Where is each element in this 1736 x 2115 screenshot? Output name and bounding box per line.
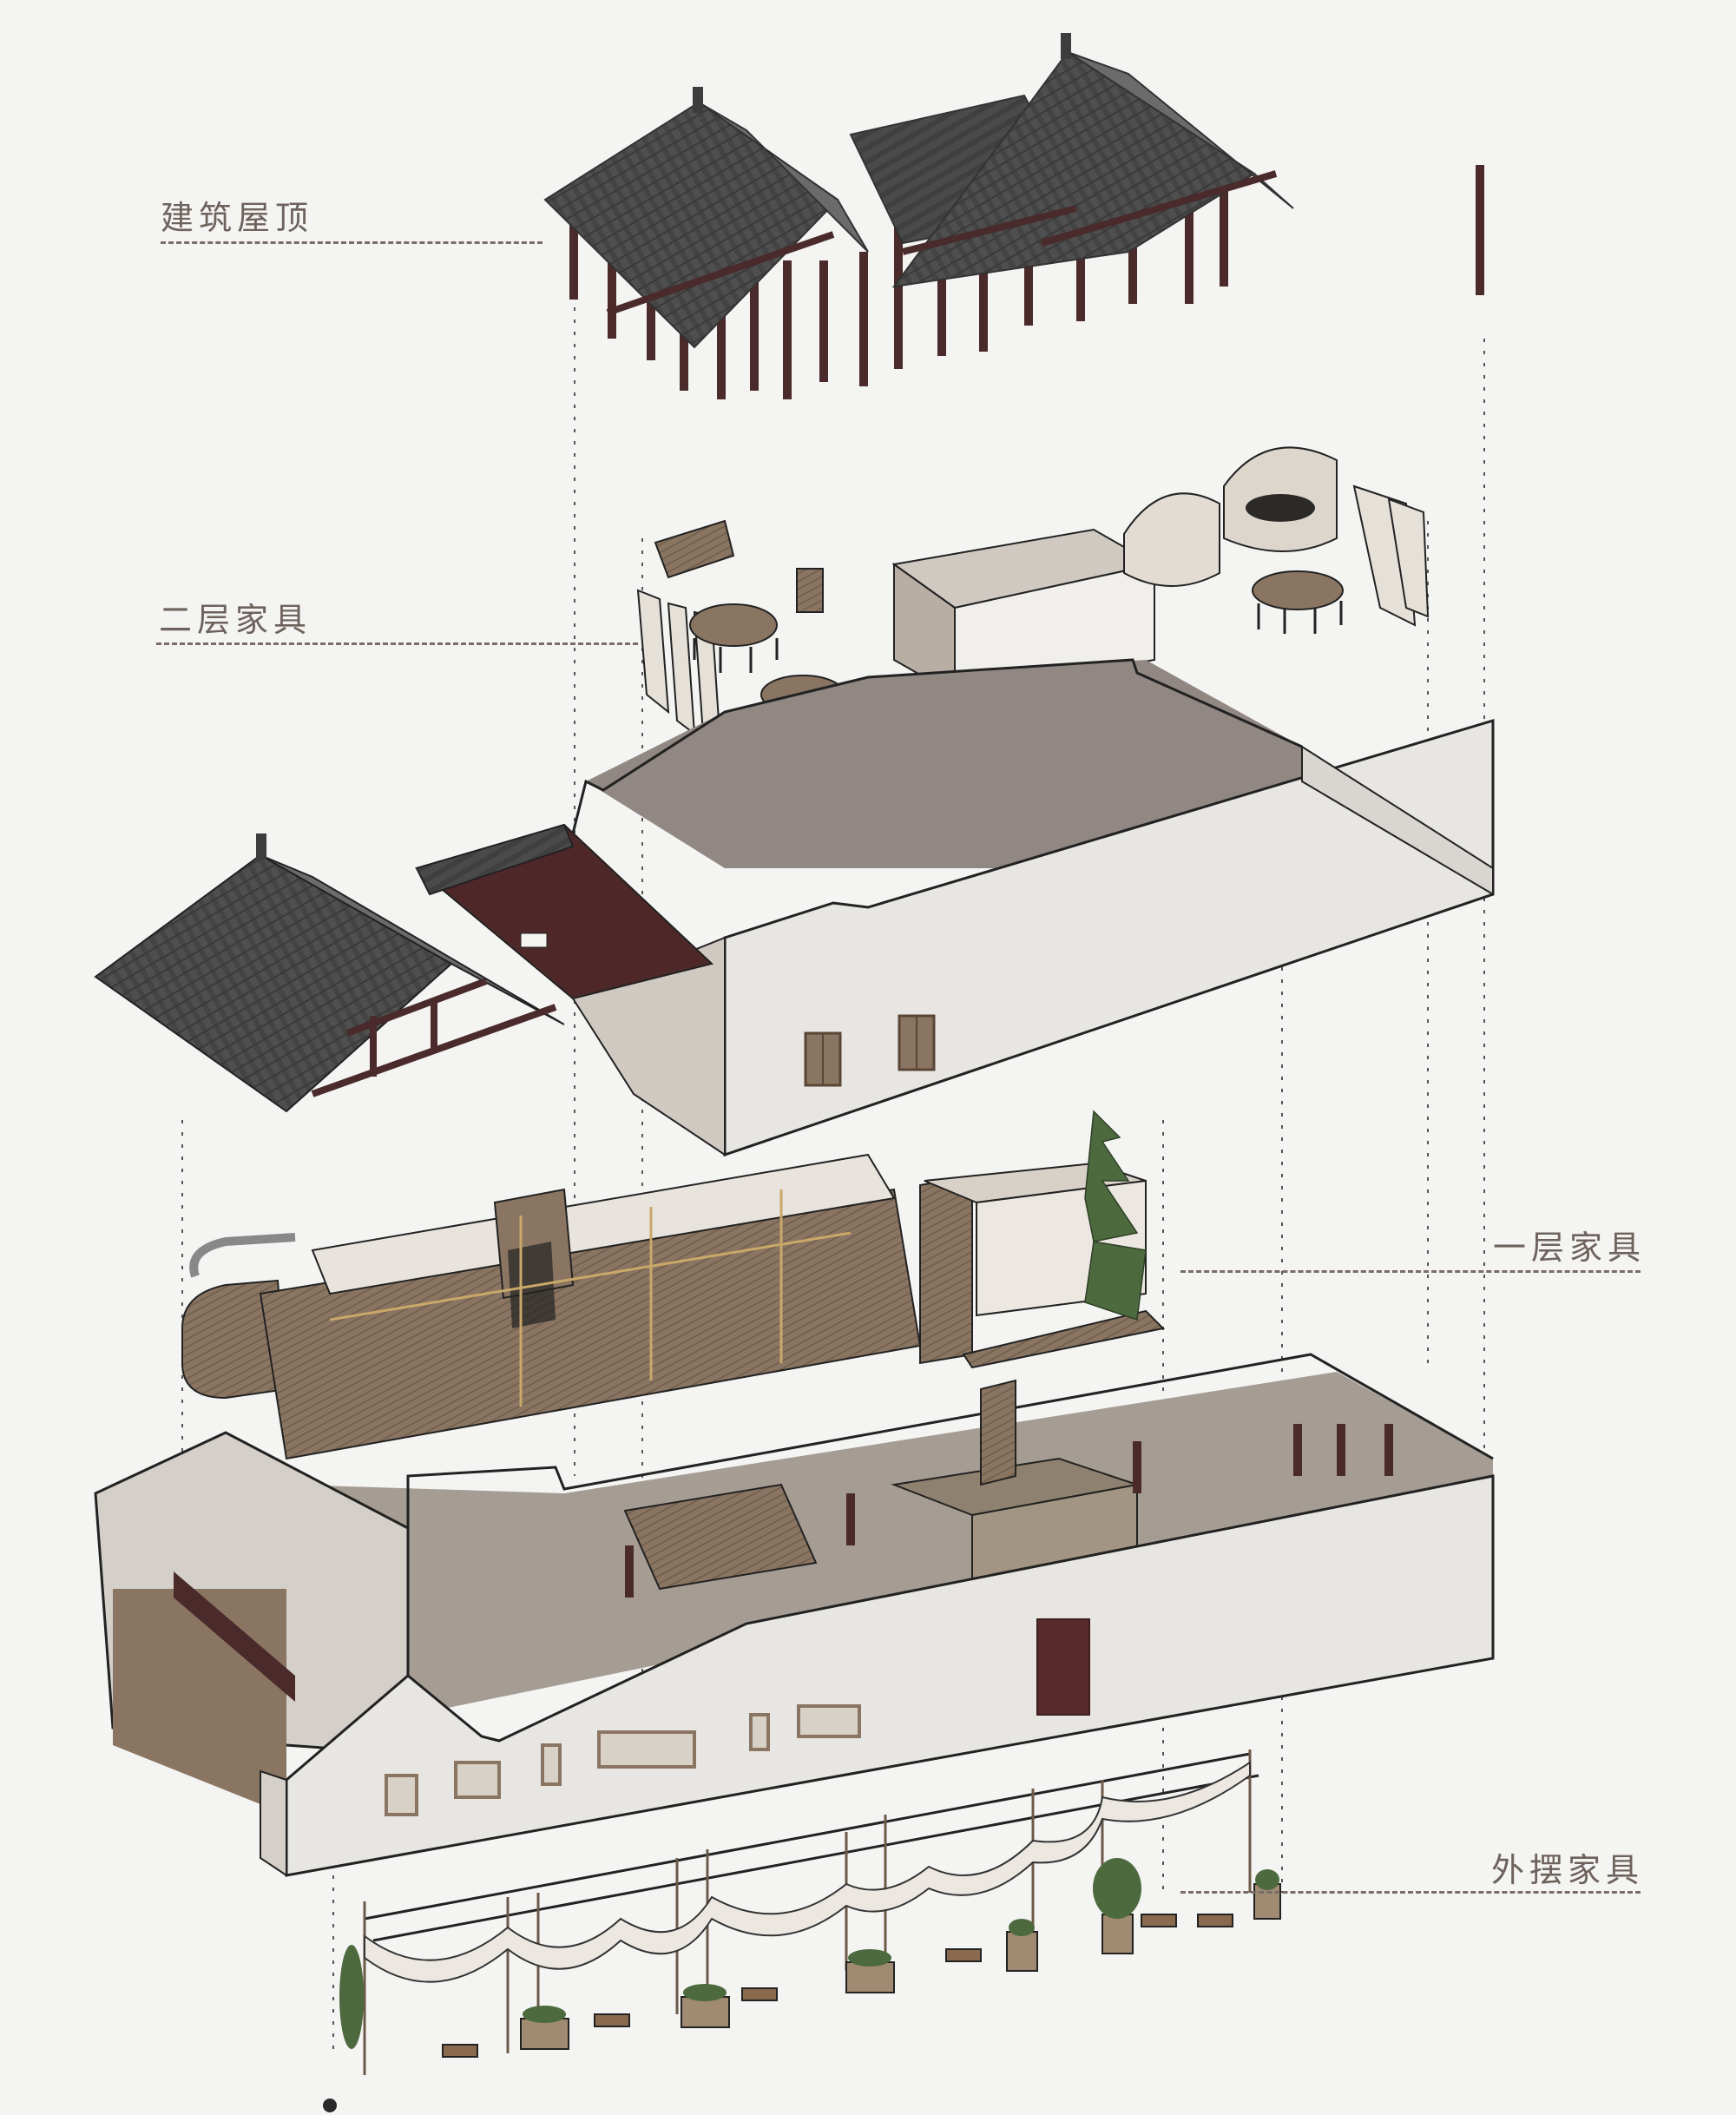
outdoor-furniture-layer xyxy=(323,1749,1281,2112)
label-roof: 建筑屋顶 xyxy=(161,199,314,237)
label-first-floor-furniture: 一层家具 xyxy=(1493,1229,1647,1267)
leader-first-floor-furniture xyxy=(1180,1270,1641,1273)
label-outdoor-furniture: 外摆家具 xyxy=(1491,1851,1645,1889)
leader-roof xyxy=(161,241,542,244)
roof-layer xyxy=(543,33,1484,399)
second-floor-shell-layer xyxy=(94,658,1495,1157)
leader-outdoor-furniture xyxy=(1180,1891,1641,1894)
leader-second-floor-furniture xyxy=(156,642,638,645)
first-floor-furniture-layer xyxy=(181,1110,1166,1460)
label-second-floor-furniture: 二层家具 xyxy=(159,601,312,639)
first-floor-shell-layer xyxy=(94,1353,1495,1877)
